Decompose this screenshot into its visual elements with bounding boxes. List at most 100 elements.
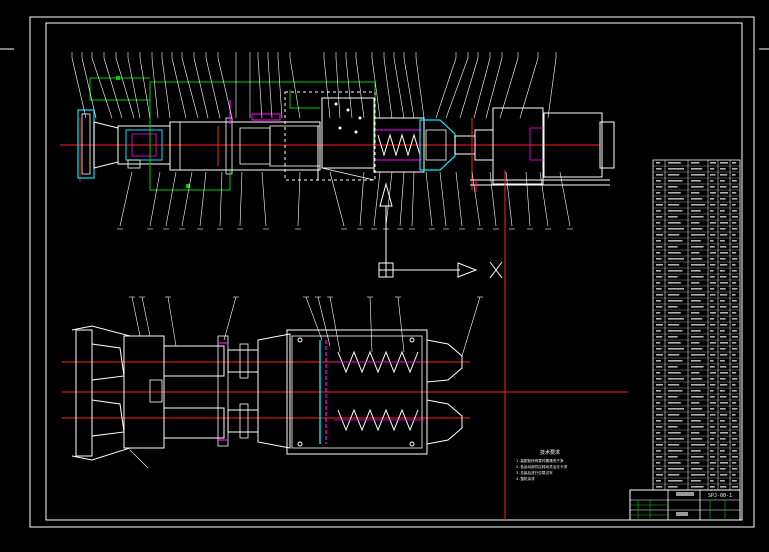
table-cell-text bbox=[668, 252, 681, 254]
table-cell-text bbox=[710, 234, 716, 236]
callout-leader bbox=[165, 171, 177, 227]
table-cell-text bbox=[691, 210, 701, 212]
callout-leader bbox=[485, 57, 503, 119]
table-cell-text bbox=[656, 420, 661, 422]
sheet-outer-frame bbox=[29, 16, 755, 528]
table-cell-text bbox=[732, 474, 736, 476]
table-cell-text bbox=[710, 420, 714, 422]
table-cell-text bbox=[710, 384, 716, 386]
table-cell-text bbox=[668, 240, 683, 242]
table-cell-text bbox=[656, 258, 662, 260]
table-cell-text bbox=[668, 396, 678, 398]
callout-leader bbox=[505, 171, 513, 227]
table-cell-text bbox=[710, 306, 715, 308]
table-cell-text bbox=[720, 414, 728, 416]
table-cell-text bbox=[732, 486, 738, 488]
notes-heading: 技术要求 bbox=[540, 449, 560, 456]
table-cell-text bbox=[710, 408, 715, 410]
callout-leader bbox=[71, 57, 87, 119]
plan-main-housing bbox=[286, 329, 428, 455]
callout-leader bbox=[439, 171, 447, 227]
callout-leader bbox=[371, 57, 381, 119]
table-cell-text bbox=[720, 264, 728, 266]
table-cell-text bbox=[720, 420, 725, 422]
table-cell-text bbox=[710, 270, 714, 272]
callout-leader bbox=[181, 171, 193, 227]
table-cell-text bbox=[720, 402, 728, 404]
callout-leader bbox=[369, 296, 373, 353]
table-cell-text bbox=[732, 162, 737, 164]
callout-leader bbox=[445, 57, 469, 119]
table-cell-text bbox=[720, 222, 728, 224]
table-cell-text bbox=[720, 186, 727, 188]
table-cell-text bbox=[656, 324, 663, 326]
table-cell-text bbox=[668, 420, 683, 422]
table-cell-text bbox=[691, 414, 705, 416]
table-cell-text bbox=[656, 336, 663, 338]
callout-leader bbox=[559, 171, 571, 227]
callout-leader bbox=[539, 171, 549, 227]
gearbox bbox=[492, 107, 544, 185]
table-cell-text bbox=[710, 456, 715, 458]
table-cell-text bbox=[732, 300, 737, 302]
table-cell-text bbox=[668, 312, 681, 314]
callout-leader bbox=[141, 296, 151, 337]
table-cell-text bbox=[720, 246, 727, 248]
table-cell-text bbox=[656, 282, 661, 284]
table-cell-text bbox=[668, 216, 678, 218]
table-cell-text bbox=[691, 378, 703, 380]
table-cell-text bbox=[668, 390, 683, 392]
callout-leader bbox=[455, 171, 463, 227]
callout-leader bbox=[411, 171, 415, 227]
table-cell-text bbox=[668, 444, 680, 446]
table-cell-text bbox=[720, 258, 726, 260]
table-cell-text bbox=[720, 396, 727, 398]
table-cell-text bbox=[691, 186, 704, 188]
callout-leader bbox=[403, 57, 415, 119]
table-cell-text bbox=[720, 240, 725, 242]
table-cell-text bbox=[720, 444, 728, 446]
table-cell-text bbox=[668, 264, 680, 266]
table-cell-text bbox=[691, 354, 705, 356]
table-cell-text bbox=[720, 324, 728, 326]
callout-leader bbox=[91, 57, 113, 119]
plan-screw-lower bbox=[337, 408, 419, 432]
table-cell-text bbox=[691, 192, 700, 194]
table-cell-text bbox=[691, 198, 703, 200]
drawing-number: SPJ-00-1 bbox=[708, 493, 732, 499]
table-cell-text bbox=[656, 186, 663, 188]
table-cell-text bbox=[656, 210, 661, 212]
table-cell-text bbox=[720, 438, 726, 440]
table-cell-text bbox=[668, 336, 678, 338]
screw-flight bbox=[377, 133, 421, 157]
callout-leader bbox=[471, 171, 481, 227]
table-cell-text bbox=[720, 282, 728, 284]
table-cell-text bbox=[668, 366, 678, 368]
table-cell-text bbox=[732, 414, 736, 416]
table-cell-text bbox=[656, 162, 661, 164]
table-cell-text bbox=[720, 162, 728, 164]
callout-leader bbox=[149, 171, 161, 227]
callout-leader bbox=[219, 171, 223, 227]
table-cell-text bbox=[691, 390, 701, 392]
table-cell-text bbox=[732, 294, 736, 296]
table-cell-text bbox=[710, 282, 716, 284]
table-cell-text bbox=[656, 306, 663, 308]
table-cell-text bbox=[691, 228, 703, 230]
table-cell-text bbox=[691, 330, 701, 332]
callout-leader bbox=[499, 57, 519, 119]
table-cell-text bbox=[732, 426, 738, 428]
table-cell-text bbox=[656, 432, 661, 434]
table-cell-text bbox=[656, 342, 661, 344]
table-cell-text bbox=[656, 222, 661, 224]
note-line-3: 3.总装后进行空载试车 bbox=[516, 470, 553, 475]
table-cell-text bbox=[656, 288, 662, 290]
callout-leader bbox=[461, 296, 481, 357]
table-cell-text bbox=[710, 426, 715, 428]
callout-leader bbox=[359, 171, 365, 227]
callout-leader bbox=[199, 171, 207, 227]
table-cell-text bbox=[691, 486, 704, 488]
table-cell-text bbox=[732, 378, 738, 380]
table-cell-text bbox=[732, 216, 738, 218]
